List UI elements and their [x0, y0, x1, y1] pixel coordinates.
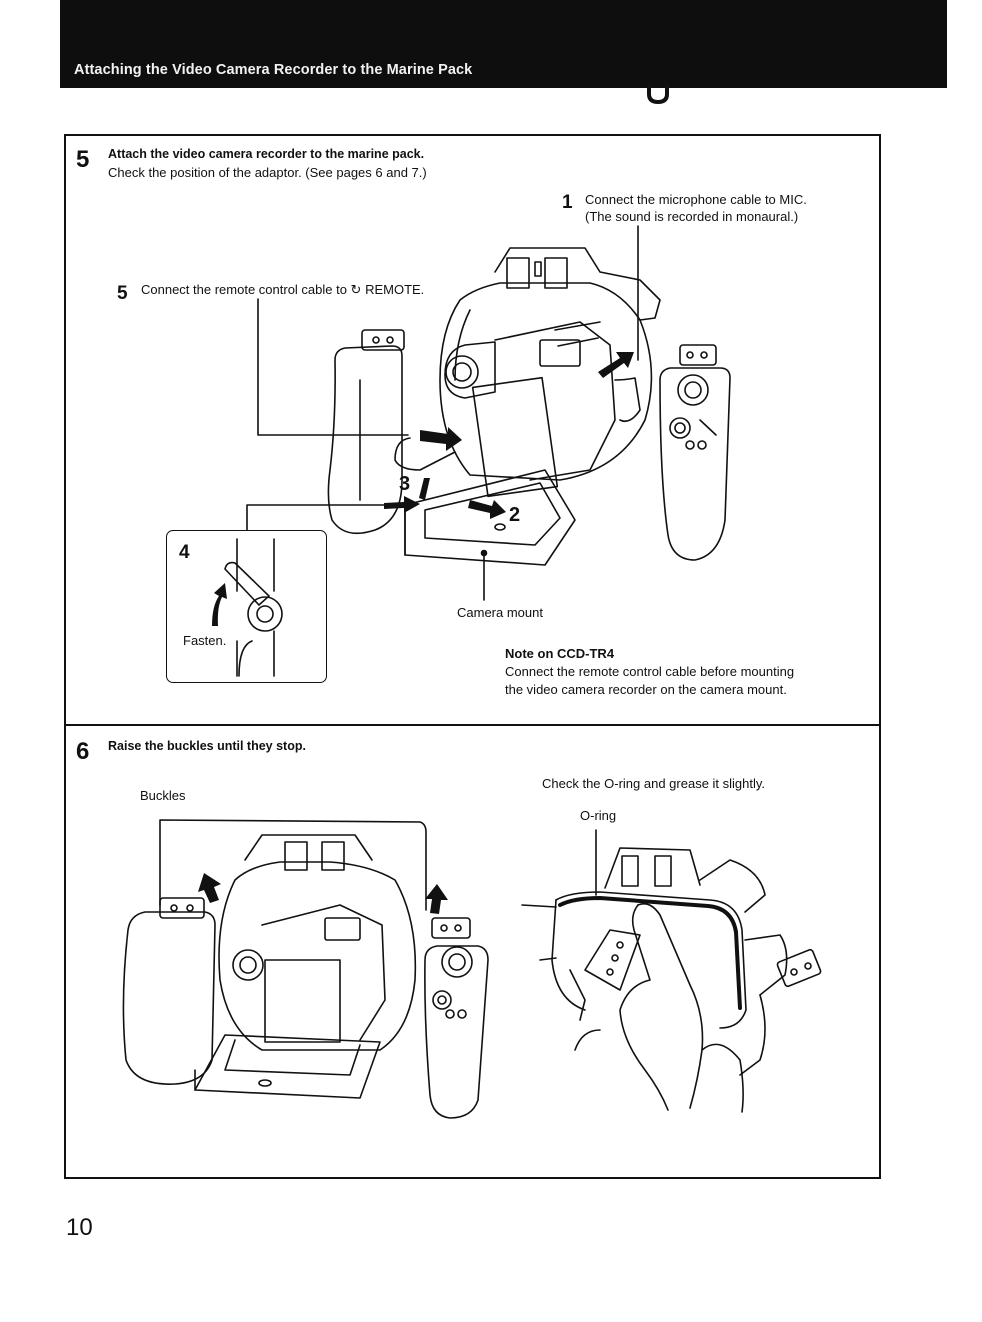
step-5-number: 5 — [76, 146, 90, 173]
inset-fasten-label: Fasten. — [183, 633, 227, 648]
step-6-title: Raise the buckles until they stop. — [108, 739, 306, 753]
page-header-bar: Attaching the Video Camera Recorder to t… — [60, 0, 947, 88]
note-line1: Connect the remote control cable before … — [505, 664, 795, 679]
step-6-number: 6 — [76, 738, 90, 765]
oring-instruction: Check the O-ring and grease it slightly. — [542, 776, 766, 791]
callout-1-line2: (The sound is recorded in monaural.) — [585, 209, 799, 224]
callout-1-line1: Connect the microphone cable to MIC. — [585, 192, 807, 207]
oring-label: O-ring — [580, 808, 617, 823]
section-tab-mark — [647, 84, 669, 104]
callout-5-text: Connect the remote control cable to ↻ RE… — [141, 282, 425, 297]
note-title: Note on CCD-TR4 — [505, 646, 615, 661]
fasten-inset: 4 Fasten. — [166, 530, 327, 683]
step-5-subtitle: Check the position of the adaptor. (See … — [108, 165, 427, 180]
instruction-frame — [64, 134, 881, 1179]
camera-mount-label: Camera mount — [457, 605, 543, 620]
arrow-label-3: 3 — [399, 473, 410, 495]
section-divider — [64, 724, 881, 726]
callout-5-number: 5 — [117, 283, 128, 304]
note-line2: the video camera recorder on the camera … — [505, 682, 787, 697]
page-number: 10 — [66, 1214, 93, 1241]
callout-1-number: 1 — [562, 192, 573, 213]
page-header-title: Attaching the Video Camera Recorder to t… — [74, 62, 473, 78]
fasten-lever-icon — [212, 538, 283, 677]
step-5-title: Attach the video camera recorder to the … — [108, 147, 425, 161]
inset-step-number: 4 — [179, 542, 190, 563]
buckles-label: Buckles — [140, 788, 186, 803]
arrow-label-2: 2 — [509, 504, 520, 526]
